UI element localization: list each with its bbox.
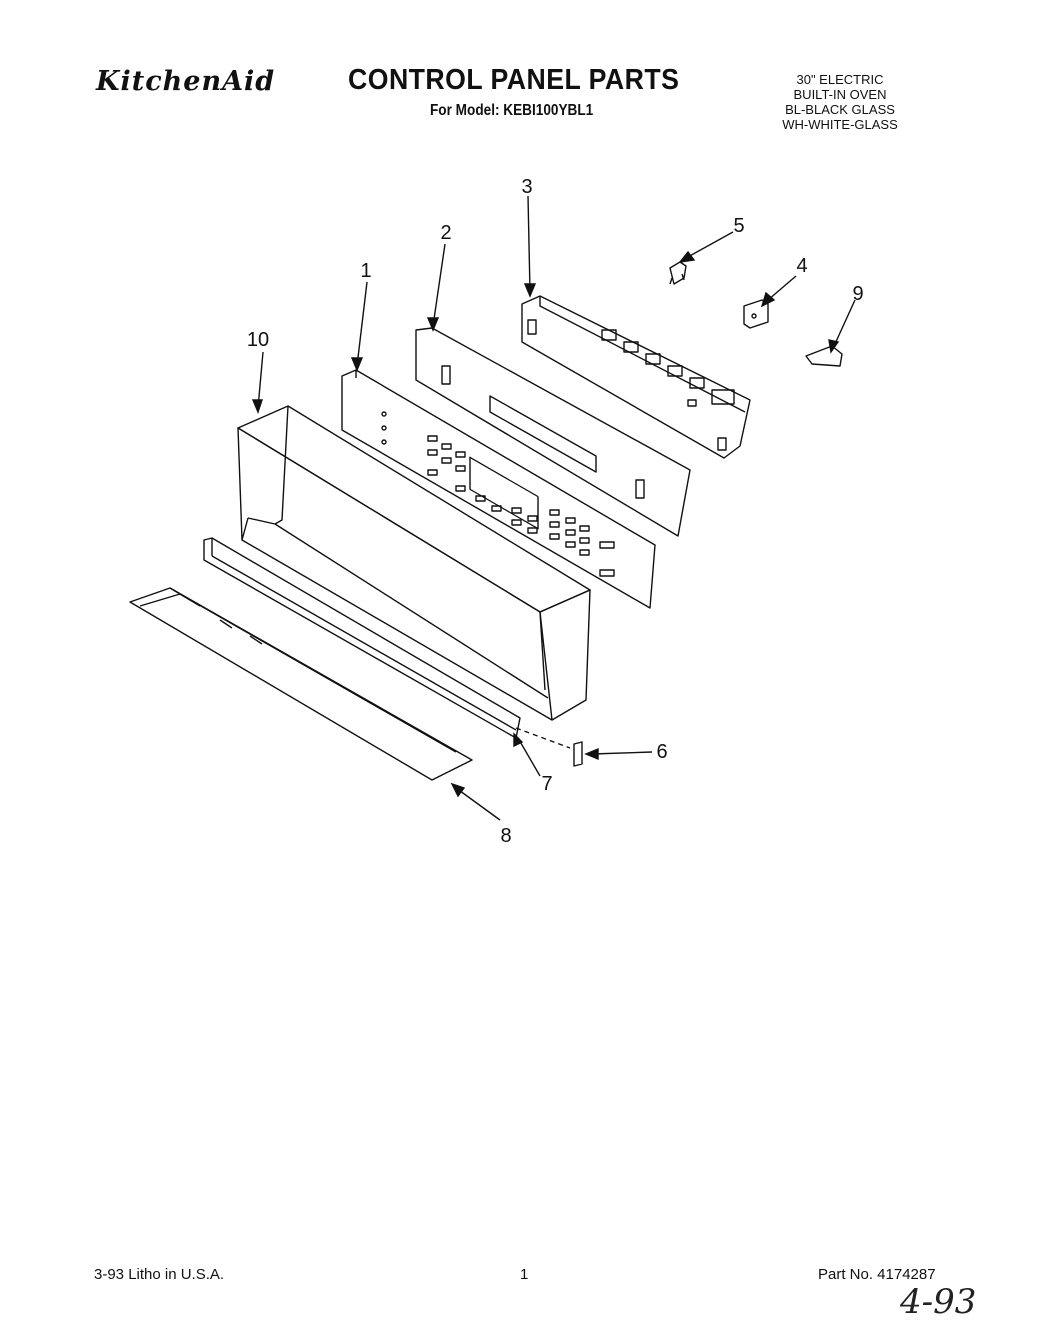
part-2-panel [415,327,691,537]
callout-8: 8 [500,825,511,847]
spec-line-white: WH-WHITE-GLASS [782,117,898,132]
callout-3: 3 [521,176,532,198]
callout-1: 1 [360,260,371,282]
part-10-housing [237,405,591,721]
part-3-control-board [521,295,751,459]
callout-5: 5 [733,215,744,237]
spec-line-black: BL-BLACK GLASS [785,102,895,117]
part-1-control-panel [341,369,656,609]
part-6-clip [573,741,583,767]
spec-line-product: BUILT-IN OVEN [793,87,887,102]
spec-line-type: 30" ELECTRIC [796,72,884,87]
part-5-clip [669,261,687,285]
callout-6: 6 [656,741,667,763]
callout-9: 9 [852,283,863,305]
footer-litho: 3-93 Litho in U.S.A. [94,1266,225,1283]
footer-part-number: Part No. 4174287 [818,1266,936,1283]
footer-page-number: 1 [520,1266,529,1283]
part-4-bracket [743,299,769,329]
spec-block: 30" ELECTRIC BUILT-IN OVEN BL-BLACK GLAS… [740,72,940,132]
part-9-bracket [805,345,843,367]
brand-logo: KitchenAid [96,66,276,97]
callout-4: 4 [796,255,807,277]
part-8-trim-channel [129,587,473,781]
keypad-buttons [427,435,615,577]
model-line: For Model: KEBI100YBL1 [430,102,594,119]
callout-2: 2 [440,222,451,244]
page-title: CONTROL PANEL PARTS [348,64,680,96]
callout-10: 10 [247,329,269,351]
handwritten-date: 4-93 [900,1282,977,1322]
callout-7: 7 [541,773,552,795]
